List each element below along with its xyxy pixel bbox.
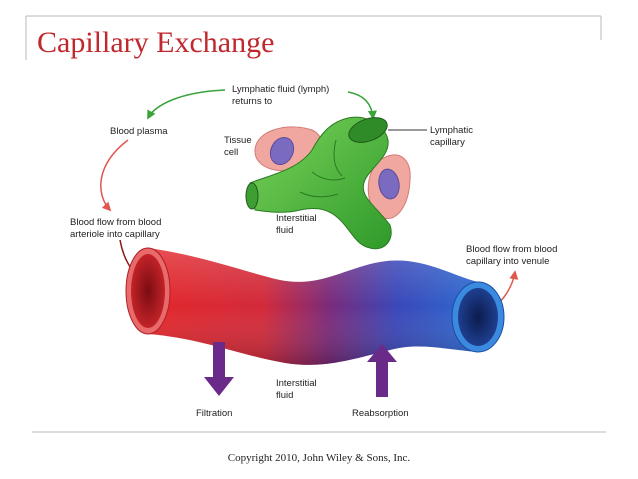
reabsorption-arrow-icon <box>367 344 397 397</box>
lymphatic-capillary-shape <box>245 116 392 250</box>
label-interstitial-bottom: Interstitial fluid <box>276 378 319 401</box>
copyright-notice: Copyright 2010, John Wiley & Sons, Inc. <box>227 452 411 464</box>
label-blood-plasma: Blood plasma <box>110 126 168 137</box>
lymph-return-arrow <box>347 91 377 120</box>
plasma-to-arteriole-arrow <box>100 139 129 212</box>
label-flow-arteriole: Blood flow from blood arteriole into cap… <box>70 217 164 240</box>
label-filtration: Filtration <box>196 408 232 419</box>
blood-capillary <box>125 247 505 365</box>
tissue-cell-right <box>367 154 411 219</box>
label-tissue-cell: Tissue cell <box>224 135 254 158</box>
label-lymph-returns: Lymphatic fluid (lymph) returns to <box>232 84 332 107</box>
filtration-arrow-icon <box>204 342 234 396</box>
lymph-to-plasma-arrow <box>147 89 226 120</box>
venule-lumen <box>458 288 498 346</box>
label-reabsorption: Reabsorption <box>352 408 409 419</box>
label-interstitial-top: Interstitial fluid <box>276 213 319 236</box>
label-flow-venule: Blood flow from blood capillary into ven… <box>466 244 560 267</box>
label-lymphatic-capillary: Lymphatic capillary <box>430 125 476 148</box>
arteriole-lumen <box>131 254 165 328</box>
slide-title: Capillary Exchange <box>37 26 275 59</box>
